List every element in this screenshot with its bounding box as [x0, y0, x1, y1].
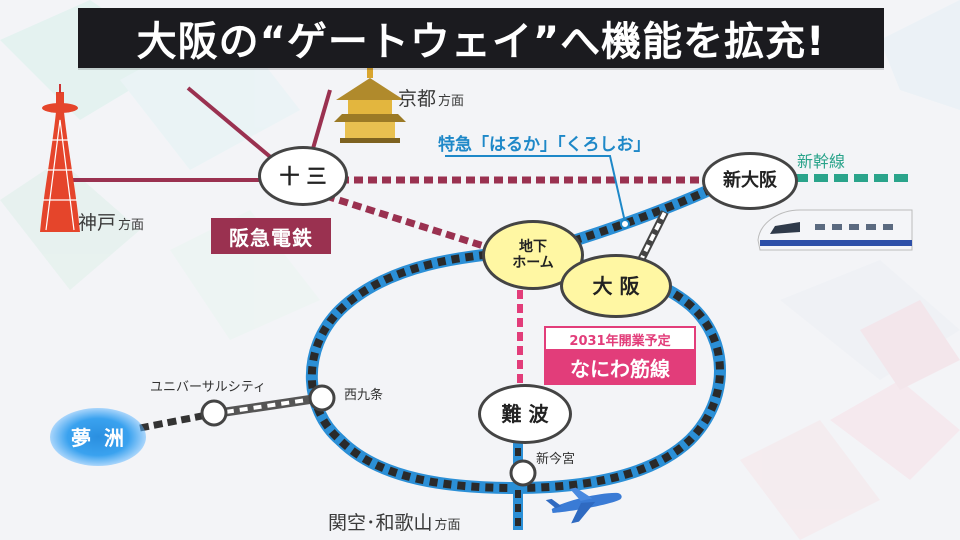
yumeshima-line	[139, 393, 321, 432]
kobe-tower-icon	[40, 84, 80, 232]
shin-imamiya-dot	[509, 459, 537, 487]
shinkansen-train-icon	[757, 209, 913, 251]
naniwa-line-name: なにわ筋線	[544, 349, 696, 385]
hankyu-lines	[68, 86, 332, 182]
kyoto-direction-label: 京都方面	[398, 88, 465, 110]
universal-city-dot	[200, 399, 228, 427]
kinkakuji-icon	[334, 66, 406, 143]
station-juso: 十 三	[258, 146, 348, 206]
hankyu-line-label: 阪急電鉄	[211, 218, 331, 254]
shinkansen-label: 新幹線	[797, 152, 846, 171]
headline-text: 大阪の“ゲートウェイ”へ機能を拡充!	[136, 19, 826, 65]
kanku-direction-label: 関空･和歌山方面	[328, 512, 461, 534]
nishikujo-dot	[308, 384, 336, 412]
headline-banner: 大阪の“ゲートウェイ”へ機能を拡充!	[78, 8, 884, 68]
shin-imamiya-label: 新今宮	[536, 452, 576, 467]
station-yumeshima: 夢 洲	[71, 426, 127, 450]
universal-city-label: ユニバーサルシティ	[150, 380, 266, 395]
kobe-direction-label: 神戸方面	[78, 212, 145, 234]
station-namba: 難 波	[478, 384, 572, 444]
express-label: 特急「はるか」「くろしお」	[438, 135, 651, 155]
express-pointer	[445, 155, 630, 229]
station-osaka: 大 阪	[560, 254, 672, 318]
nishikujo-label: 西九条	[344, 388, 384, 403]
station-shin-osaka: 新大阪	[702, 152, 798, 210]
airplane-icon	[545, 487, 622, 524]
hankyu-planned-lines	[324, 176, 702, 252]
naniwa-opening-year: 2031年開業予定	[544, 326, 696, 350]
yumeshima-glow	[50, 408, 146, 466]
